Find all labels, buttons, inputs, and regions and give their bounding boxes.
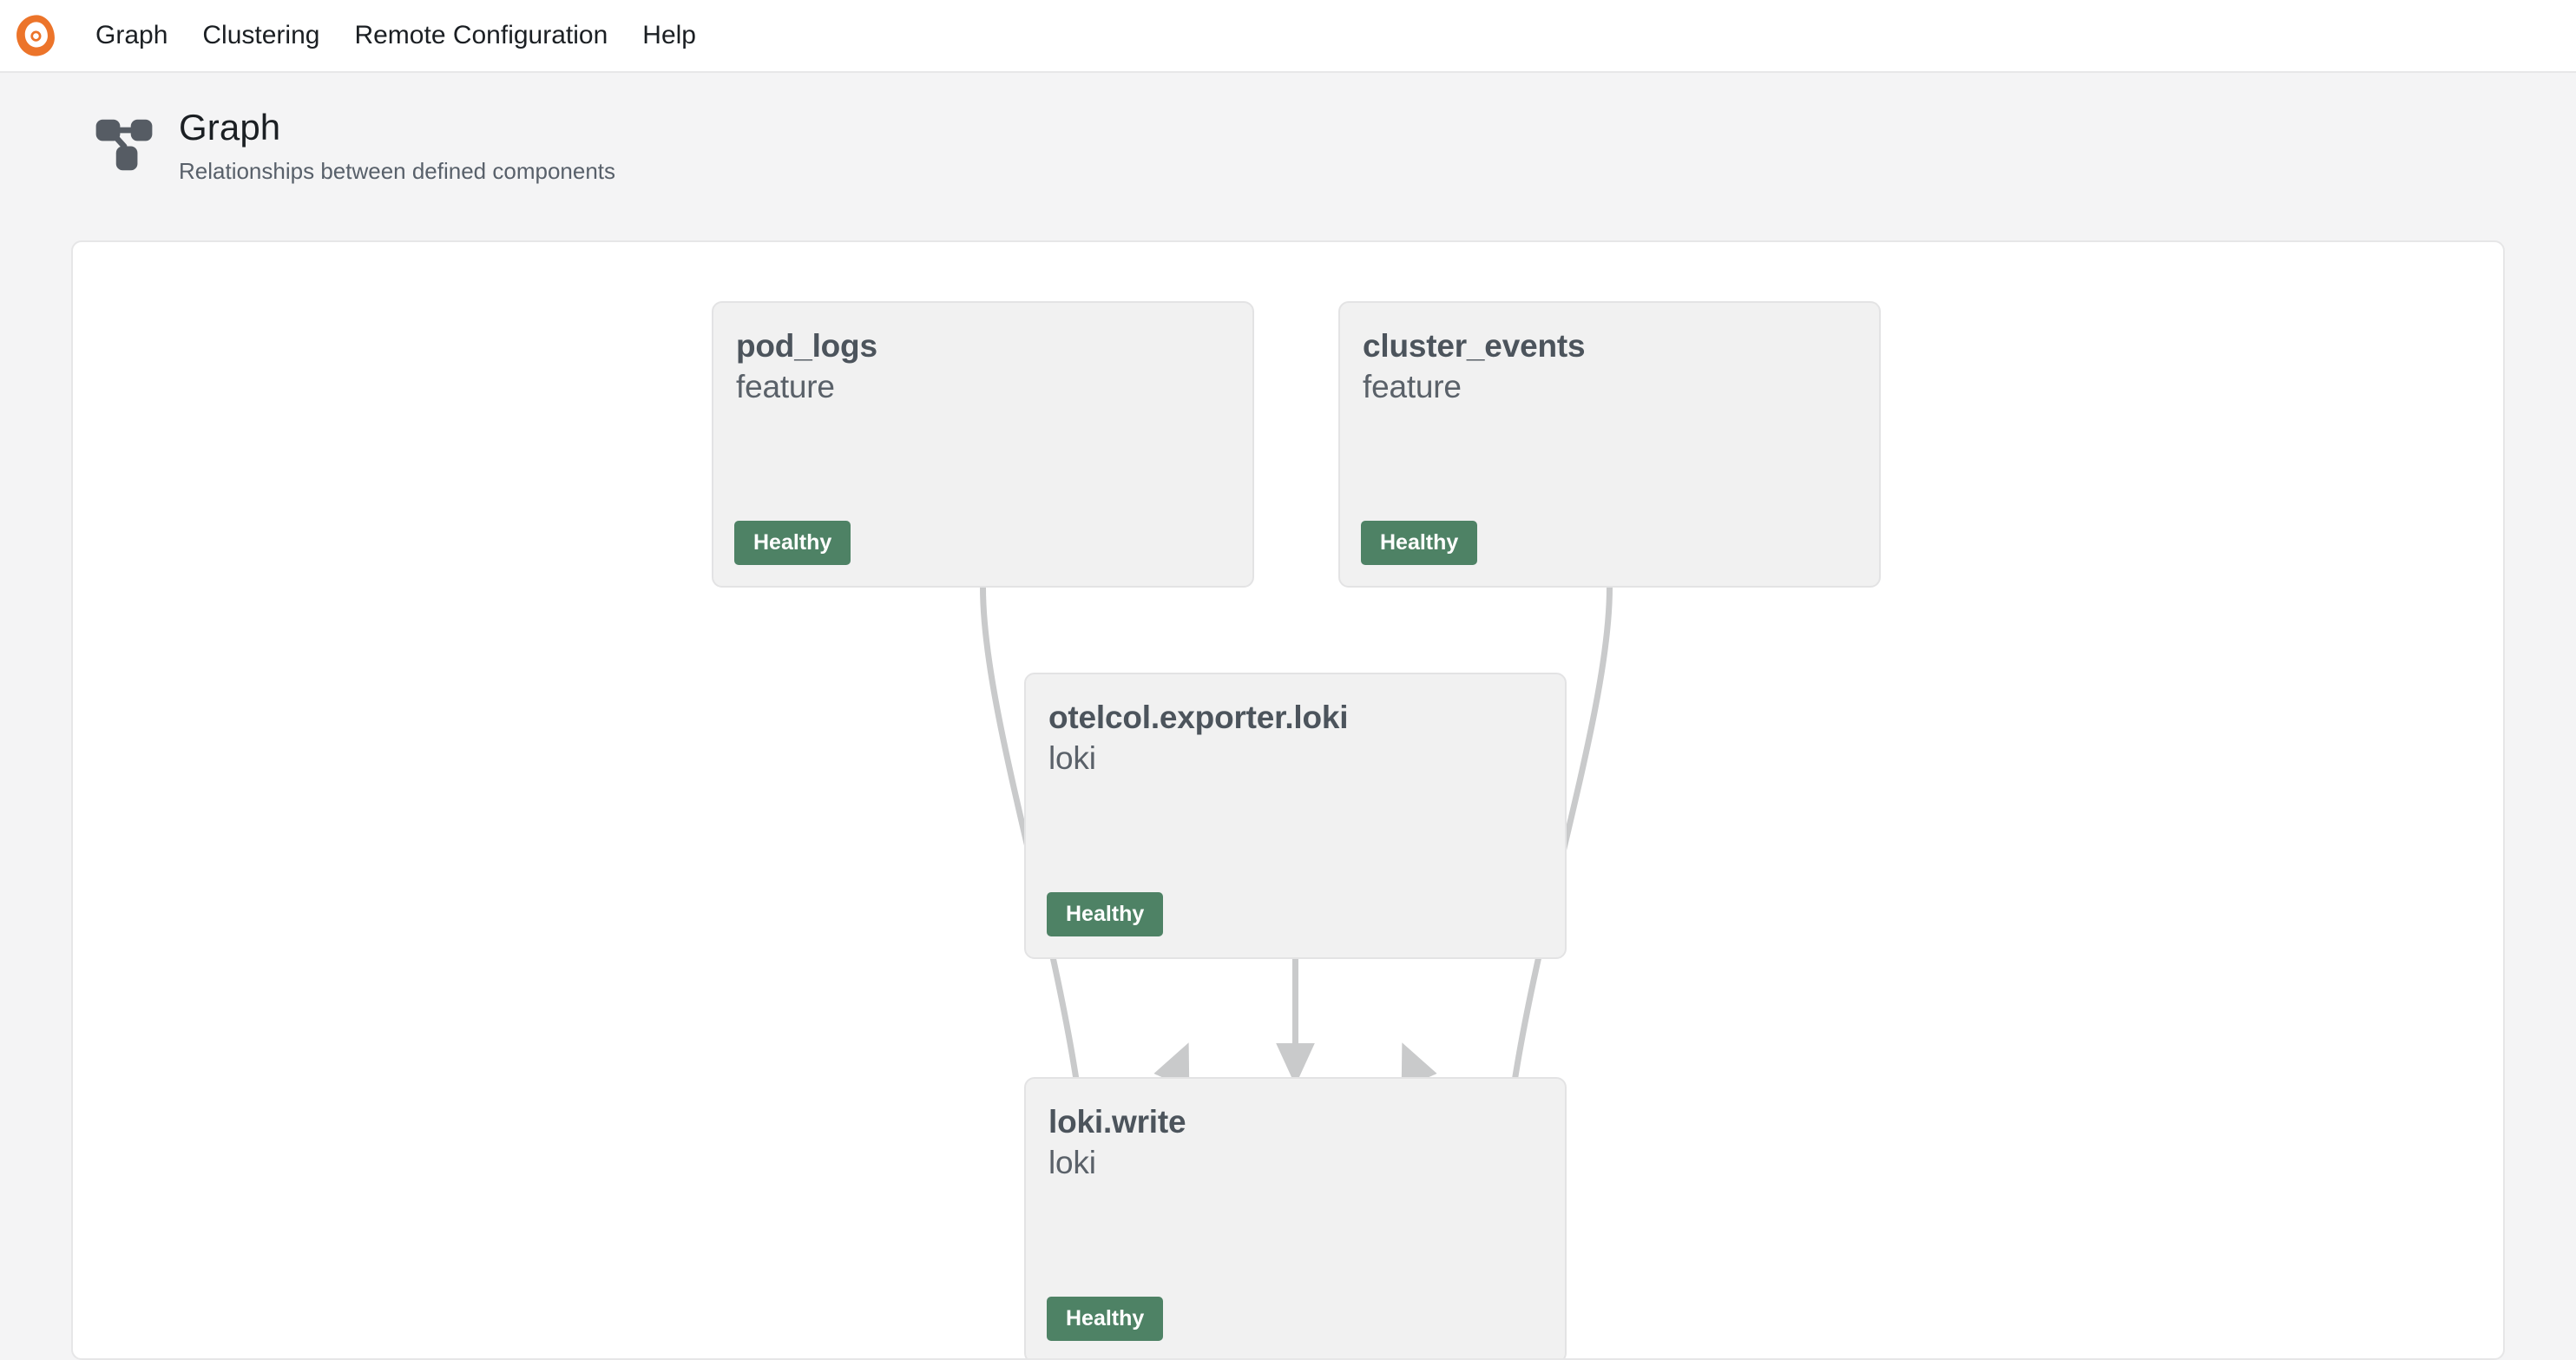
status-badge: Healthy xyxy=(1047,892,1164,936)
graph-node-title: loki.write xyxy=(1048,1104,1186,1140)
alloy-swirl-logo-icon[interactable] xyxy=(12,12,59,59)
status-badge: Healthy xyxy=(734,521,851,565)
graph-node-subtitle: feature xyxy=(736,369,835,404)
nav-item-graph[interactable]: Graph xyxy=(95,21,168,49)
graph-topology-icon xyxy=(95,119,153,171)
graph-node-title: cluster_events xyxy=(1363,328,1586,364)
graph-node-subtitle: feature xyxy=(1363,369,1462,404)
page-header-text: Graph Relationships between defined comp… xyxy=(179,106,615,186)
status-badge: Healthy xyxy=(1047,1297,1164,1341)
graph-node-subtitle: loki xyxy=(1048,1145,1096,1180)
nav-item-remote-configuration[interactable]: Remote Configuration xyxy=(354,21,608,49)
graph-node-subtitle: loki xyxy=(1048,740,1096,776)
status-badge: Healthy xyxy=(1361,521,1478,565)
graph-node-title: otelcol.exporter.loki xyxy=(1048,700,1349,735)
graph-node-title: pod_logs xyxy=(736,328,877,364)
nav-items: Graph Clustering Remote Configuration He… xyxy=(78,16,713,56)
nav-item-clustering[interactable]: Clustering xyxy=(202,21,320,49)
page-header: Graph Relationships between defined comp… xyxy=(0,73,2576,238)
page-title: Graph xyxy=(179,107,281,148)
nav-item-help[interactable]: Help xyxy=(642,21,696,49)
page-subtitle: Relationships between defined components xyxy=(179,158,616,184)
top-navbar: Graph Clustering Remote Configuration He… xyxy=(0,0,2576,73)
